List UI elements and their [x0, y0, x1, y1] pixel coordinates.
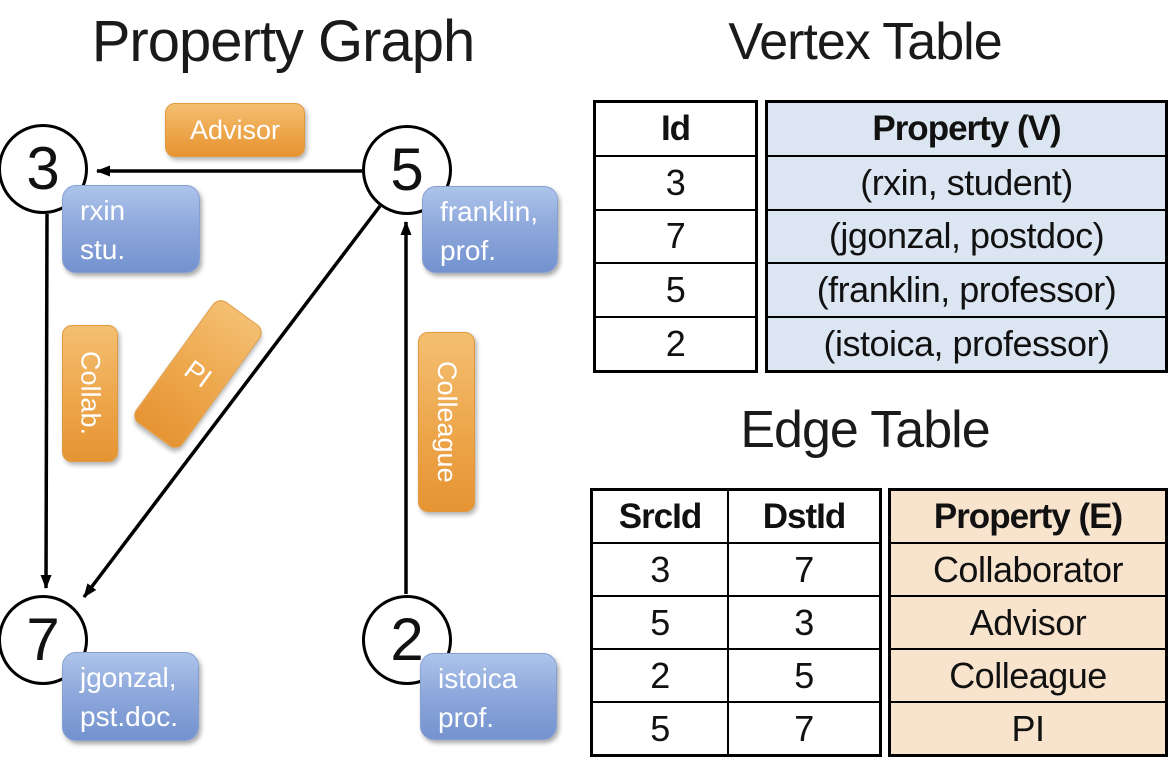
- edge-table-srcid-header: SrcId: [618, 496, 703, 536]
- vertex-table-id-header: Id: [660, 108, 691, 148]
- vertex-property-box-franklin: franklin, prof.: [422, 186, 558, 273]
- edge-table-property-cell: Colleague: [891, 648, 1165, 701]
- edge-table-srcid-cell: 5: [593, 595, 727, 648]
- vertex-table-id-cell: 2: [596, 316, 755, 370]
- node-7-id: 7: [26, 606, 60, 673]
- vertex-property-box-istoica: istoica prof.: [420, 653, 557, 740]
- edge-table-property-cell: PI: [891, 701, 1165, 754]
- edge-label-text: Collab.: [75, 351, 106, 436]
- node-5-id: 5: [390, 136, 424, 203]
- vertex-table-property-cell: (rxin, student): [768, 154, 1165, 209]
- vertex-label-line: jgonzal,: [80, 662, 177, 693]
- edge-table-srcid-cell: 3: [593, 542, 727, 595]
- vertex-table-property-cell: (franklin, professor): [768, 262, 1165, 316]
- property-graph-title: Property Graph: [91, 9, 476, 74]
- vertex-label-line: pst.doc.: [80, 701, 179, 733]
- node-3-id: 3: [26, 135, 60, 202]
- edge-label-text: PI: [179, 353, 218, 394]
- edge-label-collab: Collab.: [62, 325, 118, 462]
- edge-table-id-columns: SrcId 3 5 2 5 DstId 7 3 5 7: [590, 488, 882, 757]
- edge-table-title: Edge Table: [740, 401, 990, 459]
- edge-table-property-cell: Advisor: [891, 595, 1165, 648]
- vertex-table-property-header: Property (V): [872, 108, 1061, 148]
- edge-table-dstid-header: DstId: [762, 496, 847, 536]
- edge-pi-arrow: [82, 204, 382, 599]
- edge-collaborator-arrow: [40, 213, 52, 589]
- node-2-id: 2: [390, 606, 424, 673]
- edge-table-dstid-cell: 7: [729, 542, 879, 595]
- vertex-table-property-cell: (istoica, professor): [768, 316, 1165, 370]
- graph-edges: [40, 165, 412, 599]
- edge-table-property-header: Property (E): [933, 496, 1123, 536]
- vertex-label-line: istoica: [438, 663, 518, 694]
- edge-table-srcid-cell: 2: [593, 648, 727, 701]
- vertex-table-property-cell: (jgonzal, postdoc): [768, 208, 1165, 263]
- vertex-table-id-cell: 7: [596, 208, 755, 263]
- edge-label-colleague: Colleague: [418, 332, 475, 512]
- edge-label-text: Advisor: [189, 114, 281, 145]
- node-5: 5: [362, 125, 452, 215]
- edge-label-text: Colleague: [432, 361, 462, 483]
- vertex-property-box-jgonzal: jgonzal, pst.doc.: [62, 652, 199, 741]
- vertex-table-id-cell: 5: [596, 262, 755, 316]
- edge-label-advisor: Advisor: [165, 103, 305, 157]
- vertex-table-id-cell: 3: [596, 154, 755, 209]
- node-2: 2: [362, 595, 452, 685]
- vertex-table-title: Vertex Table: [728, 13, 1002, 71]
- edge-table-property-column: Property (E) Collaborator Advisor Collea…: [888, 488, 1168, 757]
- edge-table-property-cell: Collaborator: [891, 542, 1165, 595]
- vertex-label-line: rxin: [80, 195, 126, 226]
- edge-table-dstid-cell: 7: [729, 701, 879, 754]
- vertex-table-property-column: Property (V) (rxin, student) (jgonzal, p…: [765, 100, 1168, 373]
- edge-table-dstid-cell: 3: [729, 595, 879, 648]
- edge-table-dstid-cell: 5: [729, 648, 879, 701]
- vertex-label-line: prof.: [438, 702, 495, 734]
- vertex-property-box-rxin: rxin stu.: [62, 185, 200, 273]
- vertex-label-line: franklin,: [440, 196, 539, 227]
- vertex-label-line: stu.: [80, 234, 126, 266]
- vertex-label-line: prof.: [440, 235, 497, 267]
- vertex-table-id-column: Id 3 7 5 2: [593, 100, 758, 373]
- edge-table-srcid-cell: 5: [593, 701, 727, 754]
